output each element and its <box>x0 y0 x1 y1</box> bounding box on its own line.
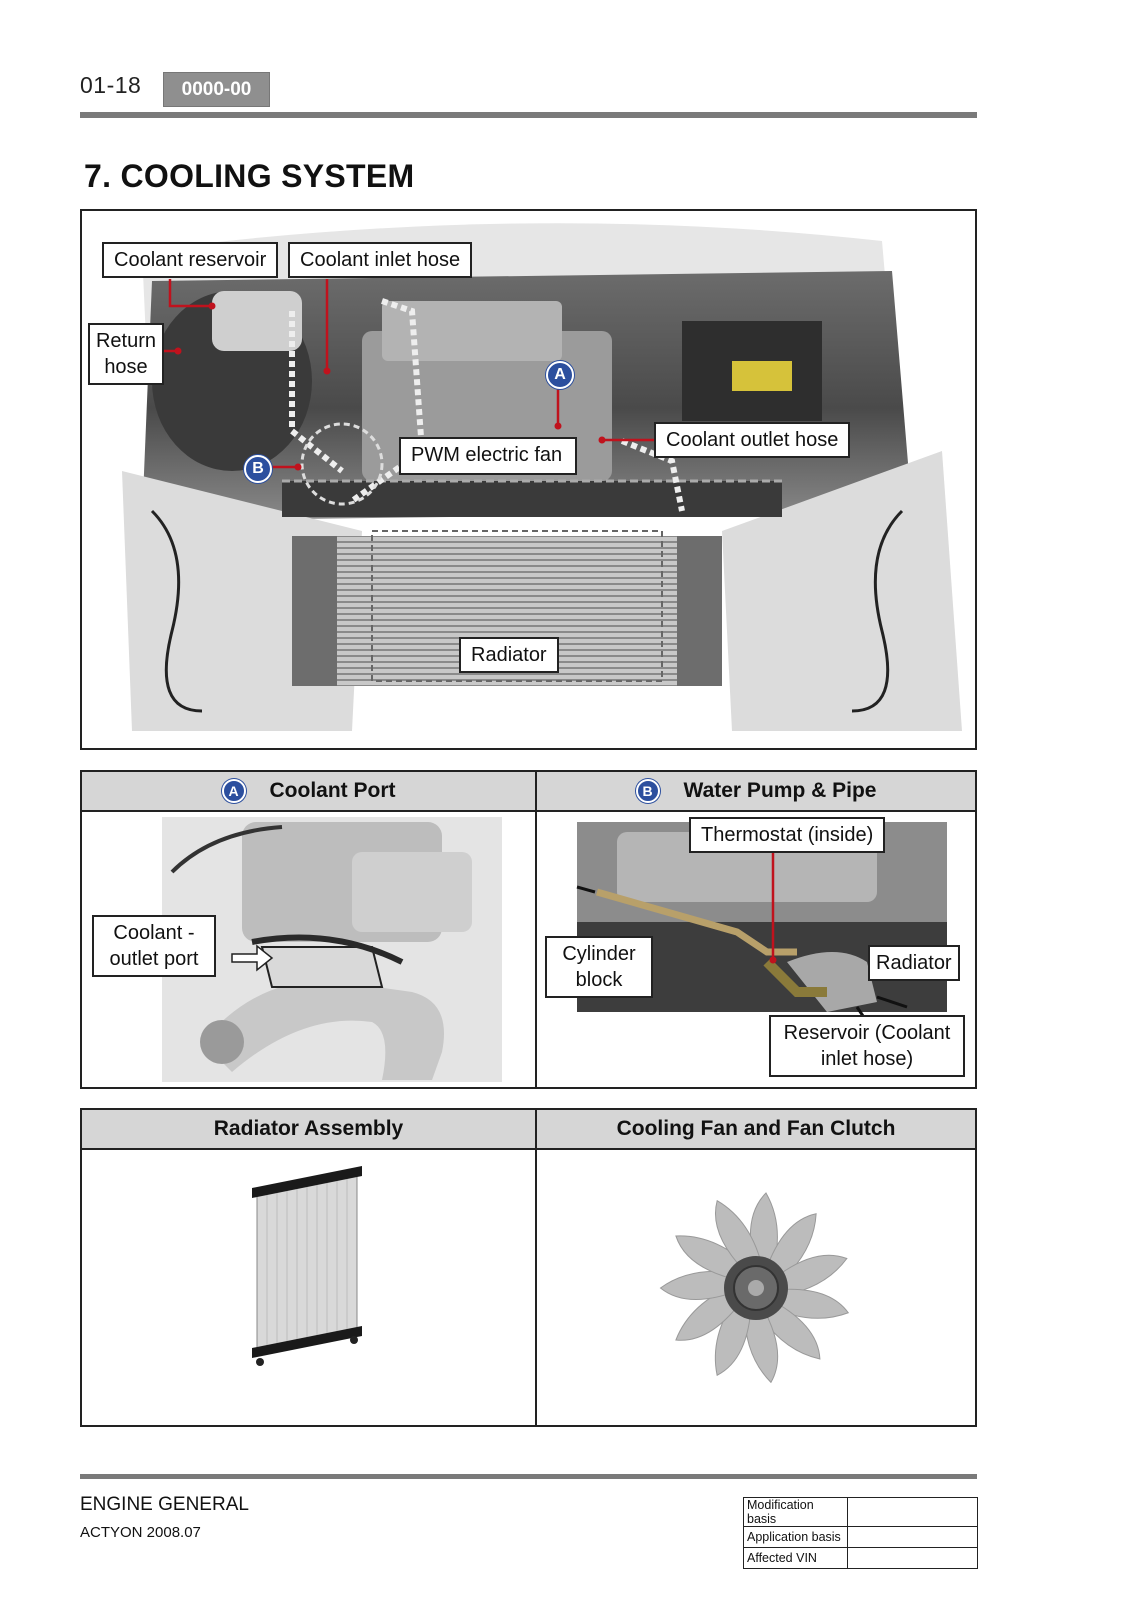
label-radiator: Radiator <box>459 637 559 673</box>
application-basis-value <box>847 1526 978 1548</box>
panel-header-cooling-fan: Cooling Fan and Fan Clutch <box>537 1110 975 1150</box>
marker-a: A <box>546 361 574 389</box>
cooling-fan-illustration <box>659 1192 850 1384</box>
page-title: 7. COOLING SYSTEM <box>84 158 415 194</box>
water-pump-cell: Thermostat (inside) Cylinder block Radia… <box>537 812 975 1087</box>
label-pwm-electric-fan: PWM electric fan <box>399 437 577 475</box>
label-coolant-outlet-port: Coolant - outlet port <box>92 915 216 977</box>
label-coolant-reservoir: Coolant reservoir <box>102 242 279 278</box>
footer-section: ENGINE GENERAL <box>80 1494 249 1515</box>
affected-vin-key: Affected VIN <box>743 1547 848 1569</box>
marker-b: B <box>244 455 272 483</box>
header-rule <box>80 112 977 118</box>
footer-model: ACTYON 2008.07 <box>80 1524 201 1541</box>
application-basis-key: Application basis <box>743 1526 848 1548</box>
detail-panels-row2: Radiator Assembly Cooling Fan and Fan Cl… <box>80 1108 977 1427</box>
coolant-port-cell: Coolant - outlet port <box>82 812 535 1087</box>
panel-header-coolant-port: A Coolant Port <box>82 772 535 812</box>
radiator-assembly-cell <box>82 1150 535 1425</box>
detail-panels-row1: A Coolant Port B Water Pump & Pipe Coola… <box>80 770 977 1089</box>
table-row: Affected VIN <box>743 1547 978 1569</box>
label-thermostat: Thermostat (inside) <box>689 817 886 853</box>
coolant-port-illustration <box>162 817 502 1082</box>
panel-title-cooling-fan: Cooling Fan and Fan Clutch <box>616 1117 896 1140</box>
engine-bay-figure: Coolant reservoir Coolant inlet hose Ret… <box>80 209 977 750</box>
marker-b-small: B <box>635 779 660 803</box>
engine-bay-illustration <box>122 223 962 731</box>
label-return-hose: Return hose <box>88 323 164 385</box>
modification-table: Modification basis Application basis Aff… <box>743 1497 978 1569</box>
panel-divider <box>535 772 537 1087</box>
modification-basis-key: Modification basis <box>743 1497 848 1527</box>
page-number: 01-18 <box>80 72 142 98</box>
table-row: Modification basis <box>743 1497 978 1527</box>
label-cylinder-block: Cylinder block <box>545 936 653 998</box>
section-code-badge: 0000-00 <box>163 72 270 107</box>
cooling-fan-cell <box>537 1150 975 1425</box>
panel-divider-2 <box>535 1110 537 1425</box>
label-coolant-outlet-hose: Coolant outlet hose <box>654 422 851 458</box>
label-reservoir: Reservoir (Coolant inlet hose) <box>769 1015 965 1077</box>
marker-a-small: A <box>221 779 246 803</box>
panel-title-water-pump: Water Pump & Pipe <box>683 779 877 802</box>
panel-title-radiator-assembly: Radiator Assembly <box>213 1117 404 1140</box>
label-radiator-small: Radiator <box>868 945 960 981</box>
panel-header-radiator-assembly: Radiator Assembly <box>82 1110 535 1150</box>
table-row: Application basis <box>743 1526 978 1548</box>
label-coolant-inlet-hose: Coolant inlet hose <box>288 242 473 278</box>
panel-header-water-pump: B Water Pump & Pipe <box>537 772 975 812</box>
panel-title-coolant-port: Coolant Port <box>269 779 396 802</box>
footer-rule <box>80 1474 977 1479</box>
radiator-assembly-illustration <box>252 1166 362 1366</box>
modification-basis-value <box>847 1497 978 1527</box>
affected-vin-value <box>847 1547 978 1569</box>
